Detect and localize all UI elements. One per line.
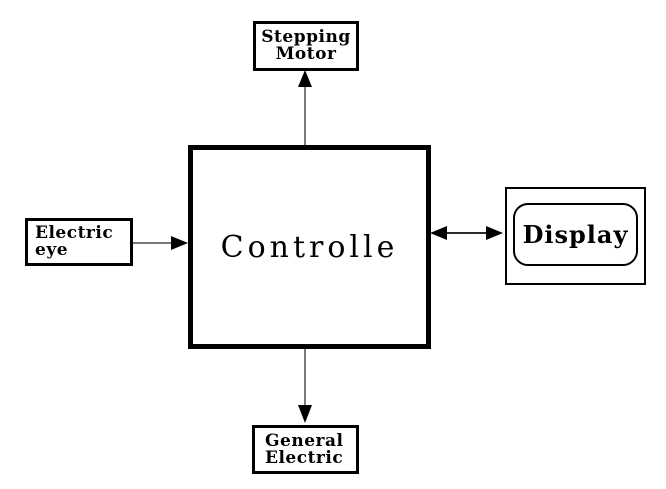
general-electric-label-line1: General	[265, 430, 344, 451]
arrow-electric-eye-to-controller	[133, 236, 188, 250]
stepping-motor-label-line2: Motor	[275, 44, 337, 64]
controller-node: Controlle	[188, 145, 431, 349]
arrow-controller-to-general-electric	[298, 348, 312, 423]
general-electric-label-line2: Electric	[265, 447, 344, 468]
display-screen: Display	[513, 203, 638, 266]
general-electric-node: General Electric	[252, 425, 359, 474]
electric-eye-label-line1: Electric	[35, 223, 114, 243]
arrow-controller-to-stepping-motor	[298, 70, 312, 145]
electric-eye-node: Electric eye	[25, 218, 133, 266]
arrow-controller-display-bidirectional	[430, 226, 503, 240]
electric-eye-label-line2: eye	[35, 240, 69, 260]
display-node: Display	[505, 187, 646, 285]
stepping-motor-node: Stepping Motor	[253, 21, 359, 71]
display-label: Display	[522, 220, 629, 249]
stepping-motor-label-line1: Stepping	[261, 27, 351, 47]
controller-label: Controlle	[220, 229, 399, 265]
